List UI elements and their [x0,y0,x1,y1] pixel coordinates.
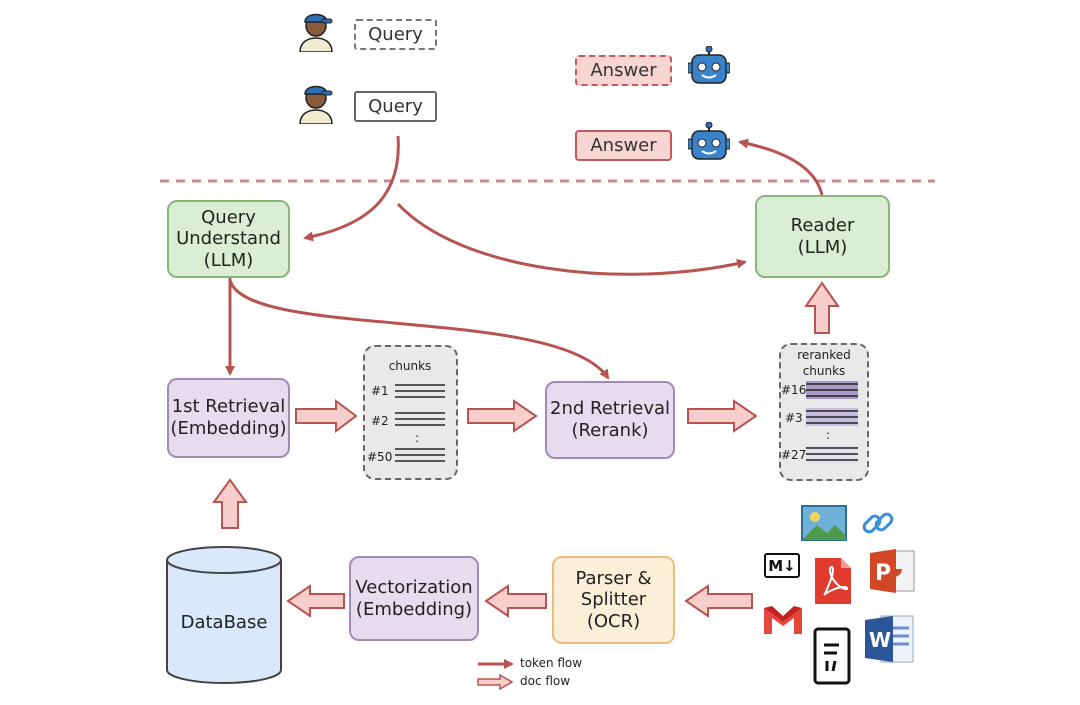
arrow-query-to-reader [396,202,747,276]
doc-arrow-parser-to-vector [484,584,547,618]
doc-arrow-first-to-chunks [295,399,358,433]
reranked-chunk-id: #3 [785,411,803,425]
doc-arrow-vector-to-db [286,584,345,618]
robot-icon [688,46,730,84]
reranked-title: reranked [797,348,851,362]
robot-icon [688,122,730,160]
reranked-chunks-panel: reranked chunks #16 #3 : #27 [779,343,869,481]
second-retrieval-node: 2nd Retrieval (Rerank) [545,381,675,459]
query-understand-node: Query Understand (LLM) [167,200,290,278]
reranked-chunk-id: #27 [781,448,807,462]
database-label: DataBase [180,612,268,633]
doc-arrow-second-to-reranked [687,399,758,433]
user-avatar-icon [299,13,333,52]
doc-arrow-db-to-first [212,478,248,529]
arrow-understand-to-second [228,279,610,380]
reranked-ellipsis: : [826,428,831,442]
legend-doc-flow: doc flow [520,674,571,688]
query-box-original: Query [354,19,437,50]
markdown-icon: M↓ [764,553,800,578]
reranked-title: chunks [802,364,846,378]
chunk-lines-icon [395,412,445,426]
answer-box-dashed: Answer [575,55,672,86]
highlighted-chunk-lines-icon [806,408,858,426]
highlighted-chunk-lines-icon [806,381,858,399]
database-cylinder [166,546,282,684]
user-avatar-icon [299,85,333,124]
pdf-icon [815,558,851,604]
vectorization-node: Vectorization (Embedding) [349,556,479,641]
legend-token-flow: token flow [520,656,583,670]
chunk-id: #1 [371,384,389,398]
chunk-ellipsis: : [415,431,420,445]
arrow-reader-to-answer [738,138,824,196]
reader-node: Reader (LLM) [755,195,890,278]
doc-arrow-chunks-to-second [467,399,538,433]
image-file-icon [801,505,847,541]
doc-arrow-docs-to-parser [684,584,753,618]
chunk-id: #2 [371,414,389,428]
chunk-lines-icon [806,445,858,463]
gmail-icon [764,606,802,634]
chunks-panel: chunks #1 #2 : #50 [363,345,458,480]
chunk-id: #50 [367,450,393,464]
legend-doc-arrow [477,673,514,691]
chunk-lines-icon [395,384,445,398]
arrow-query-to-understand [303,135,400,242]
svg-text:P: P [875,561,891,586]
query-box-rewritten: Query [354,91,437,122]
svg-text:W: W [869,628,891,652]
parser-splitter-node: Parser & Splitter (OCR) [552,556,675,644]
link-icon [862,512,894,534]
first-retrieval-node: 1st Retrieval (Embedding) [167,378,290,458]
reranked-chunk-id: #16 [781,383,807,397]
doc-arrow-reranked-to-reader [804,281,840,334]
answer-box: Answer [575,130,672,161]
chunk-lines-icon [395,448,445,462]
document-file-icon [813,627,851,685]
powerpoint-icon: P [870,549,915,593]
chunks-title: chunks [388,359,432,373]
word-icon: W [865,615,914,663]
